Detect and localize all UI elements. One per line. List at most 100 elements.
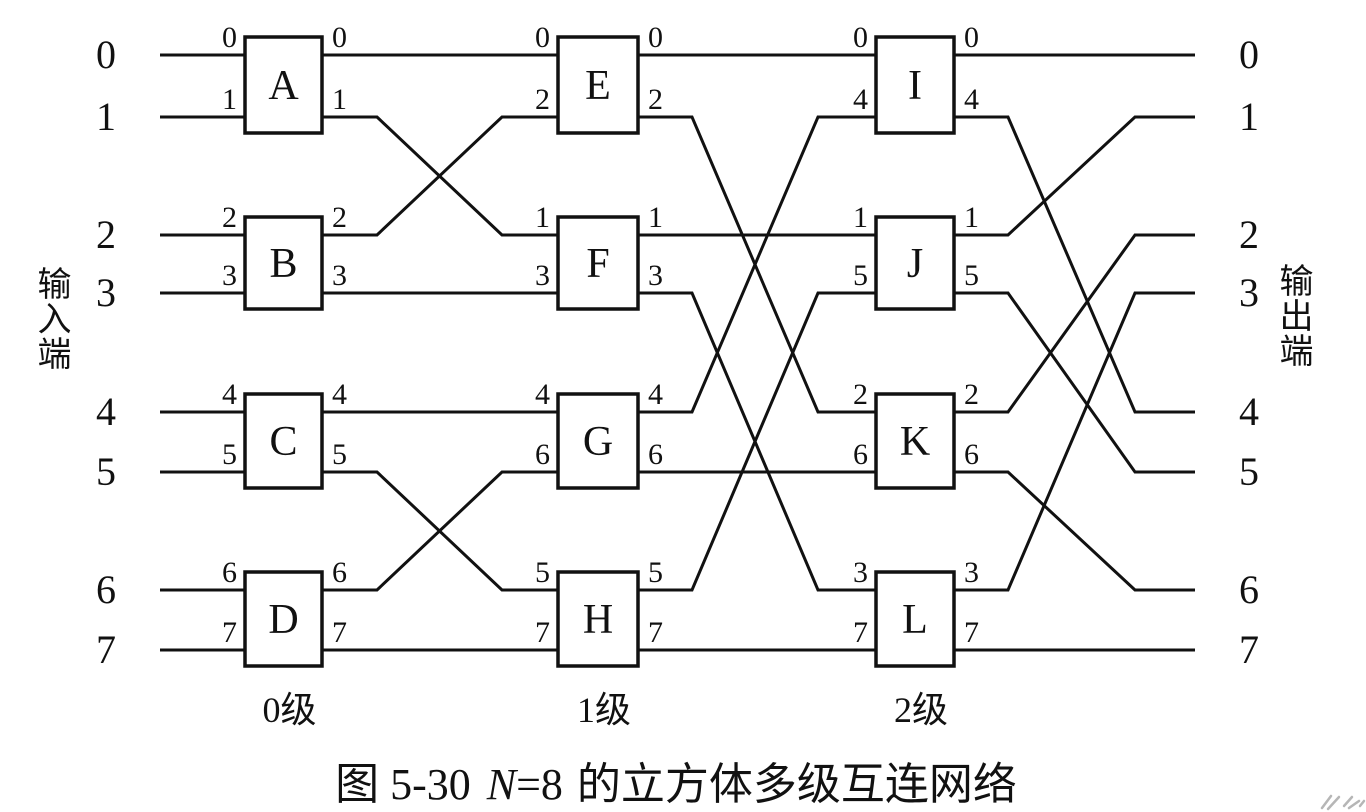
port-label-A-out-0: 0 (332, 21, 347, 54)
input-terminal-label-5: 5 (96, 449, 116, 494)
output-terminal-label-1: 1 (1239, 94, 1259, 139)
switch-letter-E: E (585, 63, 611, 109)
port-label-J-in-5: 5 (853, 259, 868, 292)
output-terminal-label-7: 7 (1239, 627, 1259, 672)
switch-box-J (874, 215, 956, 311)
watermark-strokes (1320, 794, 1366, 811)
port-label-E-in-0: 0 (535, 21, 550, 54)
port-label-K-in-6: 6 (853, 438, 868, 471)
port-label-C-out-4: 4 (332, 378, 347, 411)
switch-letter-A: A (268, 63, 299, 109)
labels-layer: 0 0 1 1 2 2 3 3 4 4 5 5 6 6 7 7 0 0 2 2 1 1 3 3 4 4 6 6 5 5 7 7 0 0 4 4 1 1 5 5… (96, 21, 1259, 730)
port-label-B-in-3: 3 (222, 259, 237, 292)
figure-number: 图 5-30 (335, 760, 471, 809)
port-label-K-out-6: 6 (964, 438, 979, 471)
wire-B0-E1 (322, 115, 558, 237)
port-label-L-out-3: 3 (964, 556, 979, 589)
port-label-C-out-5: 5 (332, 438, 347, 471)
stage-label-0: 0级 (262, 690, 316, 730)
input-side-label: 输入端 (32, 266, 69, 371)
port-label-B-in-2: 2 (222, 201, 237, 234)
input-terminal-label-1: 1 (96, 94, 116, 139)
switch-box-E (556, 35, 640, 135)
port-label-J-out-5: 5 (964, 259, 979, 292)
switch-letter-C: C (269, 419, 297, 465)
wire-H0-J1 (638, 291, 876, 592)
switch-box-K (874, 392, 956, 490)
wire-F1-L0 (638, 291, 876, 592)
port-label-H-in-7: 7 (535, 616, 550, 649)
wire-J0-out1 (954, 115, 1195, 237)
switch-letter-H: H (583, 597, 613, 643)
caption-equals: =8 (516, 760, 563, 809)
port-label-L-in-3: 3 (853, 556, 868, 589)
input-terminal-label-4: 4 (96, 389, 116, 434)
caption-variable: N (486, 760, 517, 809)
input-terminal-label-6: 6 (96, 567, 116, 612)
wires-layer (160, 53, 1195, 652)
output-side-label: 输出端 (1274, 263, 1311, 368)
switches-layer: A B C D E F G H I J K L (243, 35, 956, 668)
port-label-C-in-4: 4 (222, 378, 237, 411)
wire-G0-I1 (638, 115, 876, 414)
wire-K0-out2 (954, 233, 1195, 414)
switch-letter-D: D (268, 597, 298, 643)
port-label-F-out-1: 1 (648, 201, 663, 234)
port-label-H-out-7: 7 (648, 616, 663, 649)
output-terminal-label-3: 3 (1239, 270, 1259, 315)
port-label-I-out-4: 4 (964, 83, 979, 116)
switch-letter-J: J (907, 241, 923, 287)
switch-letter-I: I (908, 63, 922, 109)
wire-I1-out4 (954, 115, 1195, 414)
switch-box-G (556, 392, 640, 490)
input-terminal-label-0: 0 (96, 32, 116, 77)
output-terminal-label-5: 5 (1239, 449, 1259, 494)
stage-label-1: 1级 (577, 690, 631, 730)
port-label-D-out-6: 6 (332, 556, 347, 589)
port-label-D-in-6: 6 (222, 556, 237, 589)
port-label-H-in-5: 5 (535, 556, 550, 589)
port-label-E-in-2: 2 (535, 83, 550, 116)
port-label-I-in-0: 0 (853, 21, 868, 54)
port-label-K-in-2: 2 (853, 378, 868, 411)
wire-E1-K0 (638, 115, 876, 414)
switch-box-L (874, 570, 956, 668)
switch-box-C (243, 392, 324, 490)
output-terminal-label-0: 0 (1239, 32, 1259, 77)
switch-box-I (874, 35, 956, 135)
switch-letter-F: F (586, 241, 609, 287)
port-label-F-out-3: 3 (648, 259, 663, 292)
wire-L0-out3 (954, 291, 1195, 592)
watermark-fragment (1318, 786, 1366, 812)
port-label-L-out-7: 7 (964, 616, 979, 649)
switch-letter-K: K (900, 419, 930, 465)
port-label-D-in-7: 7 (222, 616, 237, 649)
output-terminal-label-2: 2 (1239, 212, 1259, 257)
port-label-J-out-1: 1 (964, 201, 979, 234)
switch-letter-B: B (269, 241, 297, 287)
port-label-F-in-1: 1 (535, 201, 550, 234)
port-label-I-in-4: 4 (853, 83, 868, 116)
switch-letter-G: G (583, 419, 613, 465)
output-terminal-label-6: 6 (1239, 567, 1259, 612)
port-label-B-out-3: 3 (332, 259, 347, 292)
switch-box-D (243, 570, 324, 668)
switch-box-B (243, 215, 324, 311)
port-label-A-out-1: 1 (332, 83, 347, 116)
port-label-E-out-2: 2 (648, 83, 663, 116)
output-terminal-label-4: 4 (1239, 389, 1259, 434)
port-label-K-out-2: 2 (964, 378, 979, 411)
input-terminal-label-2: 2 (96, 212, 116, 257)
switch-letter-L: L (902, 597, 928, 643)
port-label-F-in-3: 3 (535, 259, 550, 292)
wire-D0-G1 (322, 470, 558, 592)
switch-box-H (556, 570, 640, 668)
stage-label-2: 2级 (894, 690, 948, 730)
caption-formula: N=8 (487, 760, 563, 809)
wire-J1-out5 (954, 291, 1195, 474)
port-label-A-in-0: 0 (222, 21, 237, 54)
port-label-I-out-0: 0 (964, 21, 979, 54)
